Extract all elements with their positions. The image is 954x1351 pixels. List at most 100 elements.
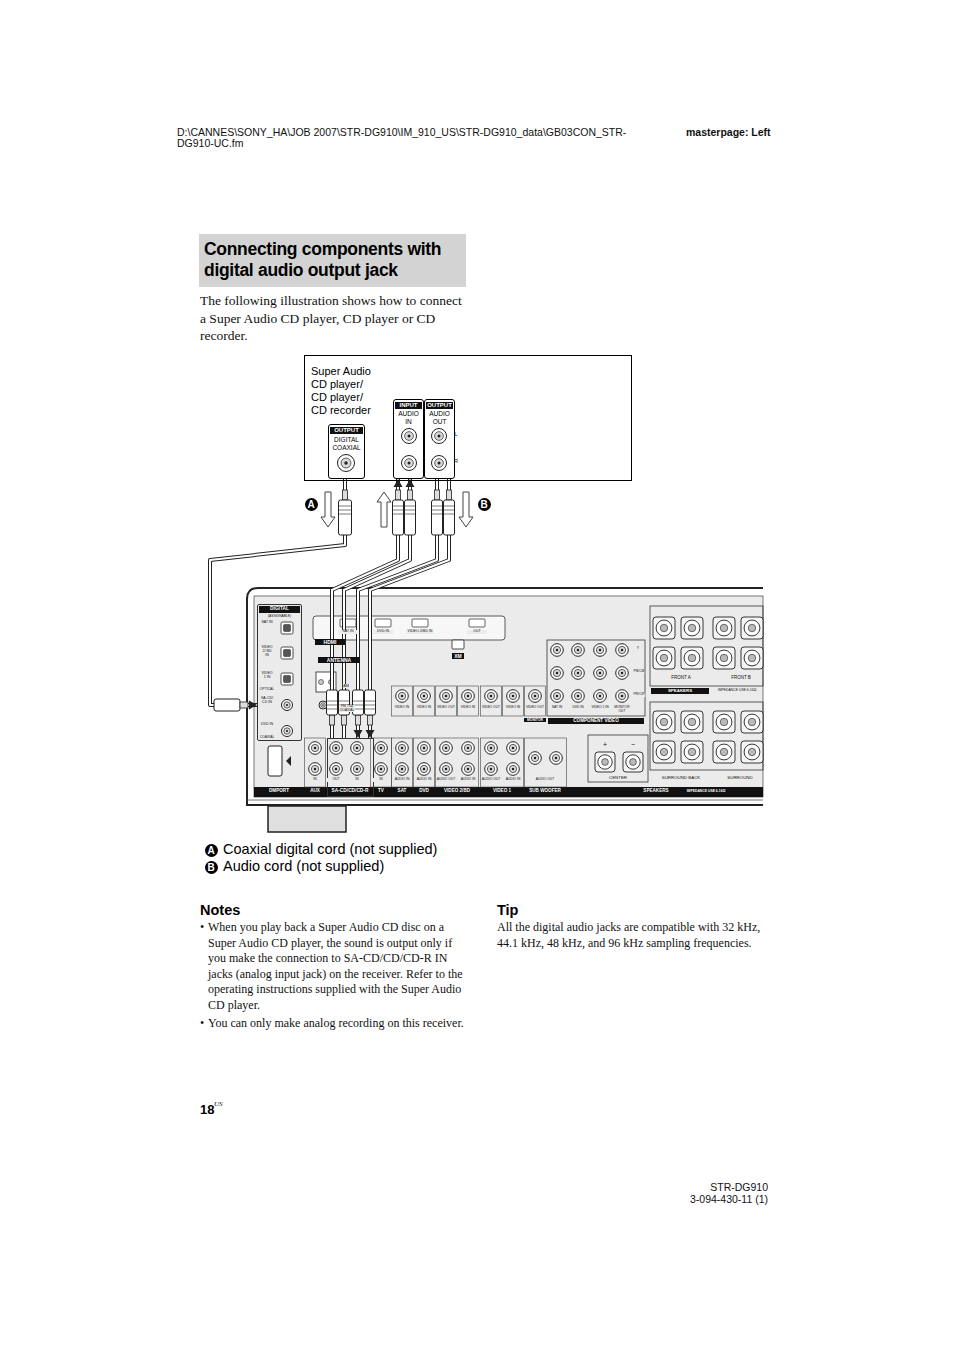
rca-jack (440, 763, 453, 776)
jack-ring (418, 763, 431, 776)
plug-tip (343, 490, 348, 500)
direction-arrow (321, 492, 335, 527)
jack-pin (534, 695, 537, 698)
input-frame (392, 738, 413, 787)
jack-label: VIDEO OUT (526, 706, 545, 710)
xm-port (452, 640, 464, 649)
plug-tip (356, 715, 361, 725)
jack-sleeve (618, 646, 625, 653)
optical-shutter (284, 676, 291, 683)
center-speaker-frame (588, 735, 648, 782)
rca-jack (529, 752, 542, 765)
jack-sleeve (311, 765, 318, 772)
input-frame (503, 686, 524, 716)
hdmi-port (375, 619, 391, 627)
speaker-post (741, 711, 763, 733)
jack-sleeve (332, 765, 339, 772)
section-label: COMPONENT VIDEO (548, 718, 644, 724)
jack-pin (401, 695, 404, 698)
jack-pin (408, 435, 411, 438)
jack-ring (440, 690, 453, 703)
post-hole (688, 624, 695, 631)
component-name: Super Audio CD player/ CD player/ CD rec… (311, 365, 375, 417)
jack-ring (375, 763, 388, 776)
jack-pin (599, 695, 602, 698)
speaker-post (681, 647, 703, 669)
jack-label: COAXIAL (259, 736, 275, 740)
jack-pin (356, 768, 359, 771)
plug-body (327, 690, 338, 715)
title-band: Connecting components with digital audio… (199, 234, 466, 287)
rca-jack (551, 690, 564, 703)
cable-sheath (344, 479, 410, 738)
jack-pin (490, 747, 493, 750)
section-label: XM (452, 653, 464, 659)
post-base (713, 711, 735, 733)
post-base (741, 617, 763, 639)
post-cap (656, 744, 672, 760)
jack-sleeve (487, 765, 494, 772)
jack-ring (375, 742, 388, 755)
post-hole (720, 748, 727, 755)
input-frame (414, 738, 435, 787)
jack-pin (314, 768, 317, 771)
jack-label: VIDEO OUT (482, 706, 501, 710)
rca-jack (309, 742, 322, 755)
callout-letter: A (205, 844, 218, 857)
receiver-lip (247, 800, 763, 801)
heading: Tip (497, 902, 518, 919)
jack-label: DVD IN (569, 706, 588, 710)
arrow-head (354, 730, 363, 738)
jack-pin (512, 695, 515, 698)
direction-arrow (377, 492, 391, 527)
post-cap (744, 650, 760, 666)
cable-core (370, 479, 449, 738)
post-cap (744, 620, 760, 636)
jack-ring (551, 690, 564, 703)
post-base (713, 647, 735, 669)
post-base (623, 752, 643, 772)
jack-ring (462, 763, 475, 776)
audio-cable (354, 479, 450, 738)
cable-sheath (370, 479, 449, 738)
rca-jack (282, 726, 293, 737)
body-text: The following illustration shows how to … (200, 292, 468, 345)
jack-pin (401, 768, 404, 771)
jack-ring (572, 644, 585, 657)
jack-label: OUT (467, 630, 487, 634)
jack-ring (396, 763, 409, 776)
post-hole (720, 718, 727, 725)
jack-pin (286, 730, 288, 732)
jack-pin (380, 747, 383, 750)
optical-shutter (284, 650, 291, 657)
input-frame (458, 686, 479, 716)
post-cap (656, 650, 672, 666)
jack-sleeve (435, 459, 444, 468)
jack-ring (330, 742, 343, 755)
post-hole (660, 748, 667, 755)
jack-label: VIDEO IN (459, 706, 478, 710)
post-hole (660, 718, 667, 725)
analog-input-group: SA-CD/CD/CD-R (327, 738, 374, 797)
jack-sleeve (398, 765, 405, 772)
jack-label: IN (348, 778, 367, 782)
speaker-post (653, 741, 675, 763)
jack-ring (616, 644, 629, 657)
jack-label: AUDIO OUT (482, 778, 501, 782)
rca-plug (432, 490, 443, 535)
rca-jack (462, 690, 475, 703)
jack-label: FM 75Ω COAXIAL (339, 705, 355, 712)
jack-label: AM (343, 684, 349, 688)
jack-label: VIDEO 1 IN (260, 672, 274, 680)
jack-pin (445, 695, 448, 698)
input-frame (436, 686, 457, 716)
jack-name: AUDIO IN (395, 410, 422, 425)
post-hole (748, 748, 755, 755)
jack-pin (534, 757, 537, 760)
legend-text: Audio cord (not supplied) (223, 858, 384, 875)
jack-ring (572, 690, 585, 703)
post-base (595, 752, 615, 772)
jack-sleeve (618, 669, 625, 676)
jack-label: SAT IN (548, 706, 567, 710)
post-base (681, 741, 703, 763)
